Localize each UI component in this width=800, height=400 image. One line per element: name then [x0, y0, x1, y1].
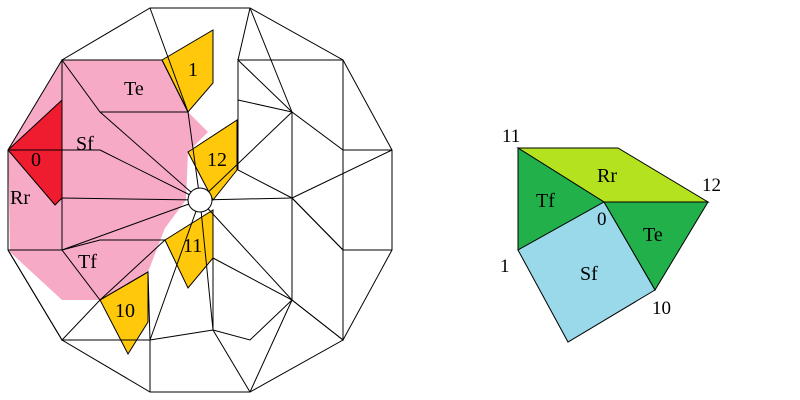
face-sf — [517, 201, 656, 343]
vertex-label-10: 10 — [652, 298, 671, 319]
region-label-rr: Rr — [10, 187, 30, 209]
region-label-tf: Tf — [78, 251, 97, 273]
vertex-label-1: 1 — [500, 256, 510, 277]
face-label-sf: Sf — [580, 263, 598, 285]
left-diagram: Te Sf Rr Tf 0 1 12 11 10 — [7, 7, 393, 393]
tab-label-11: 11 — [183, 235, 202, 257]
face-label-te: Te — [643, 224, 663, 246]
right-labels: Rr Tf Te Sf 11 12 0 1 10 — [500, 126, 721, 319]
tab-label-0: 0 — [31, 149, 41, 171]
tab-label-1: 1 — [188, 59, 198, 81]
face-label-tf: Tf — [536, 190, 555, 212]
tab-label-12: 12 — [207, 149, 227, 171]
face-label-rr: Rr — [597, 165, 617, 187]
center-hole — [187, 187, 213, 213]
right-diagram — [516, 147, 710, 343]
vertex-label-0: 0 — [597, 209, 607, 230]
tab-12-shape — [187, 119, 238, 201]
wireframe-lines — [7, 7, 393, 393]
vertex-label-12: 12 — [702, 175, 721, 196]
region-label-te: Te — [124, 78, 144, 100]
vertex-label-11: 11 — [502, 126, 520, 147]
region-label-sf: Sf — [76, 133, 94, 155]
tab-label-10: 10 — [115, 300, 135, 322]
